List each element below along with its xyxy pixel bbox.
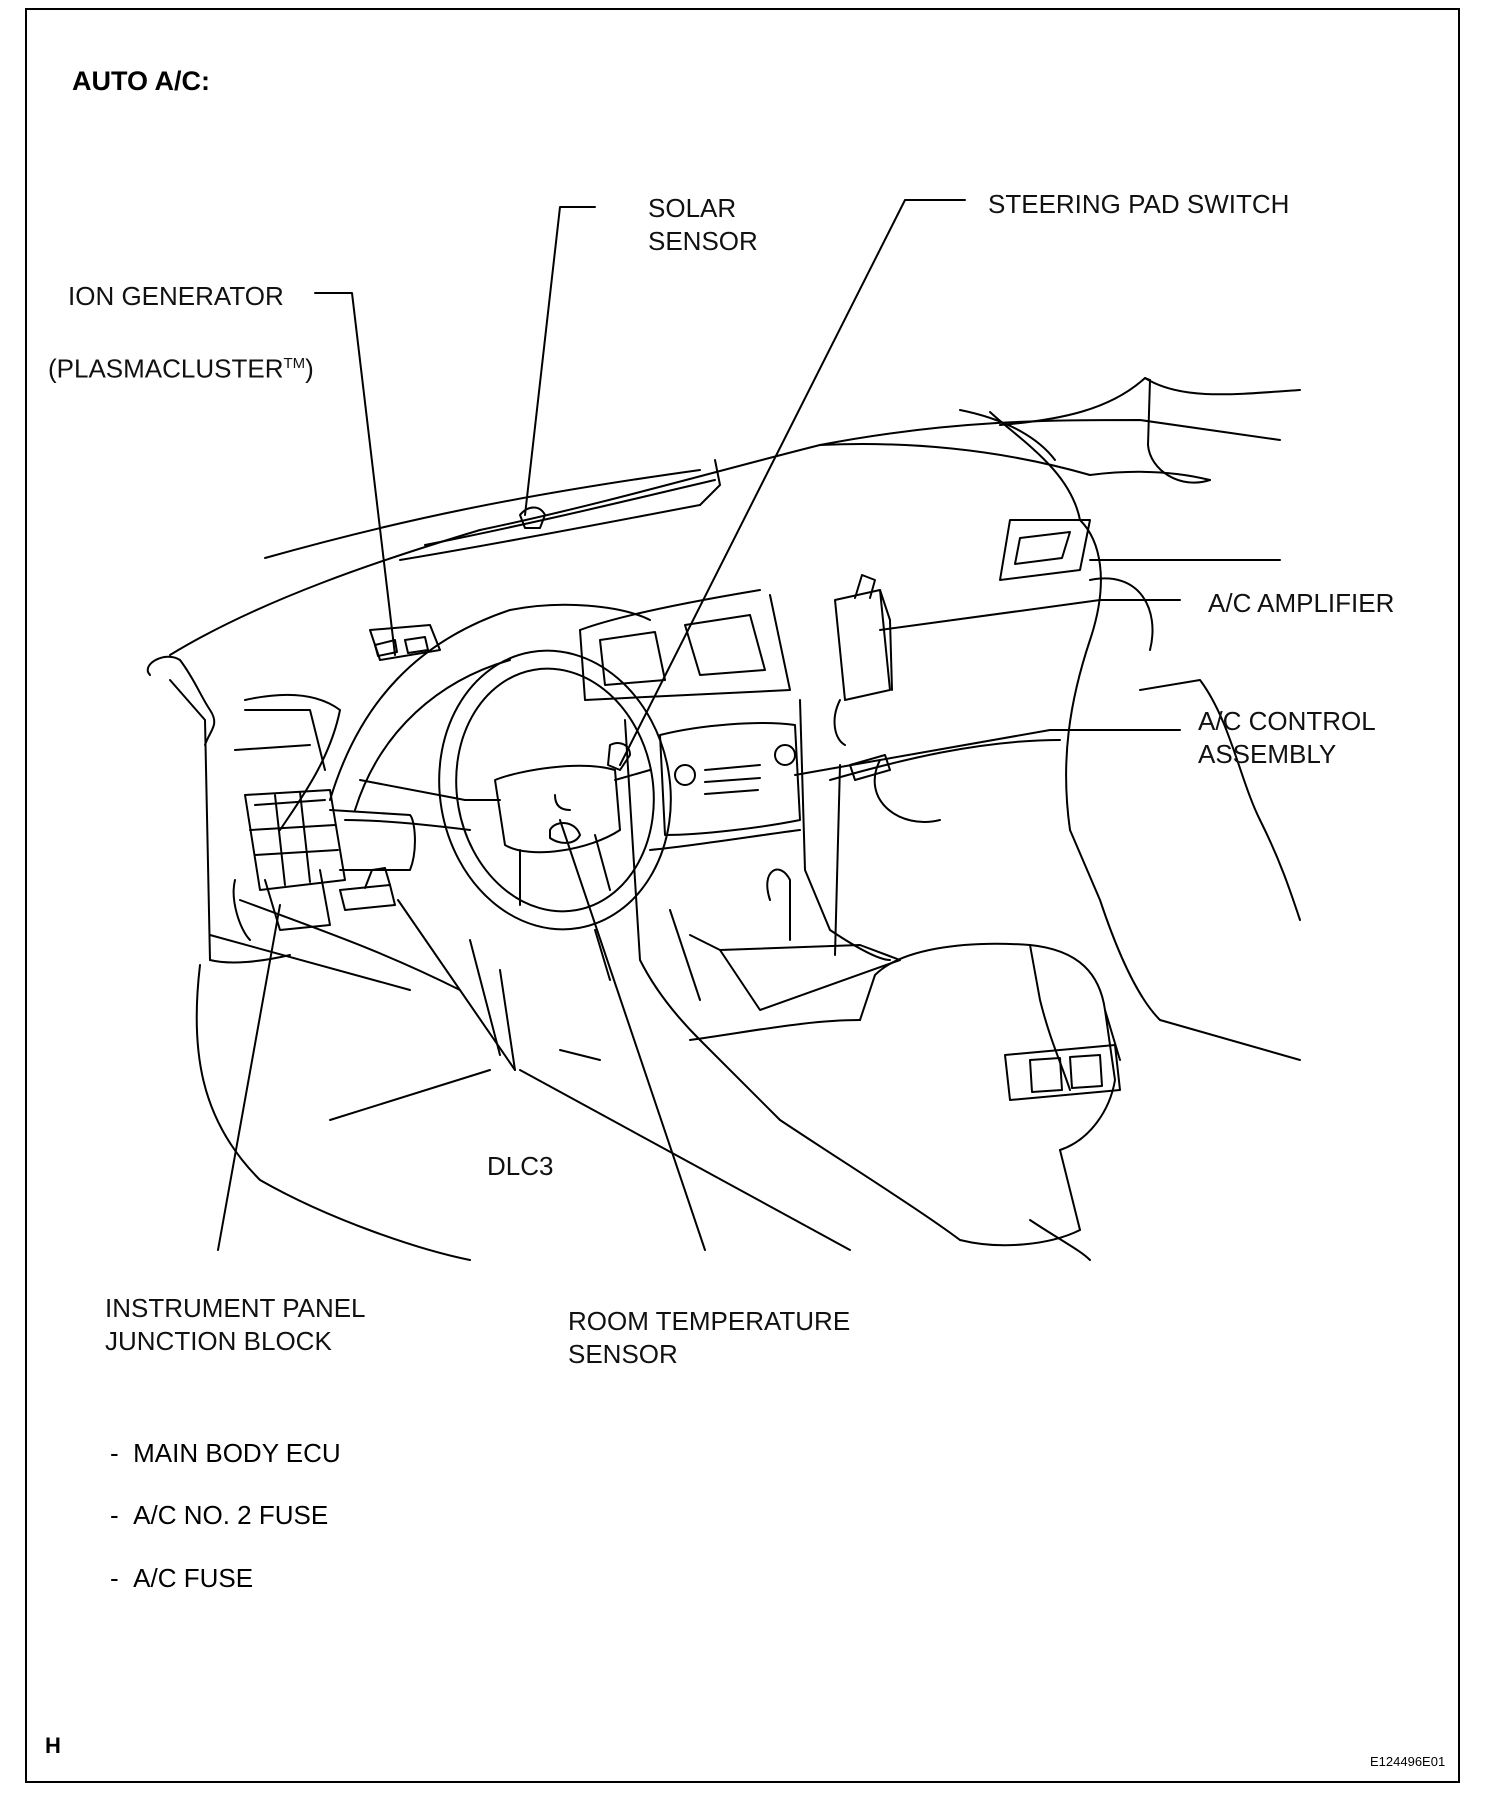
- label-solar-sensor-line2: SENSOR: [648, 226, 758, 256]
- leader-solar-sensor: [524, 206, 596, 516]
- label-ion-generator: ION GENERATOR: [68, 281, 284, 311]
- leader-dlc3: [397, 899, 516, 1071]
- label-plasmacluster: (PLASMACLUSTERTM): [48, 347, 314, 386]
- leader-room-temperature-sensor: [559, 819, 706, 1251]
- label-room-temp-line2: SENSOR: [568, 1339, 678, 1369]
- label-plasmacluster-tm: TM: [283, 355, 306, 372]
- label-plasmacluster-text: (PLASMACLUSTER: [48, 353, 284, 384]
- leader-ion-generator: [314, 292, 396, 656]
- figure-frame: [25, 8, 1460, 1783]
- leader-junction-block: [217, 904, 281, 1251]
- list-item-main-body-ecu: - MAIN BODY ECU: [110, 1438, 341, 1469]
- figure-code: E124496E01: [1370, 1754, 1446, 1769]
- label-junction-line2: JUNCTION BLOCK: [105, 1326, 332, 1356]
- list-item-text: MAIN BODY ECU: [133, 1438, 341, 1468]
- label-ac-control-assembly: A/C CONTROL ASSEMBLY: [1198, 705, 1376, 771]
- bullet-mark: -: [110, 1500, 119, 1530]
- list-item-ac-fuse: - A/C FUSE: [110, 1563, 253, 1594]
- label-instrument-panel-junction-block: INSTRUMENT PANEL JUNCTION BLOCK: [105, 1292, 366, 1358]
- label-ac-control-line2: ASSEMBLY: [1198, 739, 1337, 769]
- label-dlc3: DLC3: [487, 1151, 554, 1181]
- leader-ac-amplifier: [879, 599, 1181, 631]
- bullet-mark: -: [110, 1438, 119, 1468]
- label-room-temperature-sensor: ROOM TEMPERATURE SENSOR: [568, 1305, 850, 1371]
- bullet-mark: -: [110, 1563, 119, 1593]
- label-ac-amplifier: A/C AMPLIFIER: [1208, 588, 1395, 618]
- label-solar-sensor: SOLAR SENSOR: [648, 192, 758, 258]
- leader-ac-control-assembly: [794, 729, 1181, 776]
- label-plasmacluster-close: ): [305, 353, 314, 384]
- label-solar-sensor-line1: SOLAR: [648, 193, 737, 223]
- leader-steering-pad-switch: [619, 199, 966, 766]
- figure-title: AUTO A/C:: [72, 66, 210, 96]
- label-steering-pad-switch: STEERING PAD SWITCH: [988, 189, 1290, 219]
- list-item-text: A/C NO. 2 FUSE: [133, 1500, 329, 1530]
- list-item-text: A/C FUSE: [133, 1563, 254, 1593]
- corner-letter: H: [45, 1733, 61, 1758]
- label-room-temp-line1: ROOM TEMPERATURE: [568, 1306, 851, 1336]
- list-item-ac-no2-fuse: - A/C NO. 2 FUSE: [110, 1500, 328, 1531]
- label-junction-line1: INSTRUMENT PANEL: [105, 1293, 366, 1323]
- label-ac-control-line1: A/C CONTROL: [1198, 706, 1376, 736]
